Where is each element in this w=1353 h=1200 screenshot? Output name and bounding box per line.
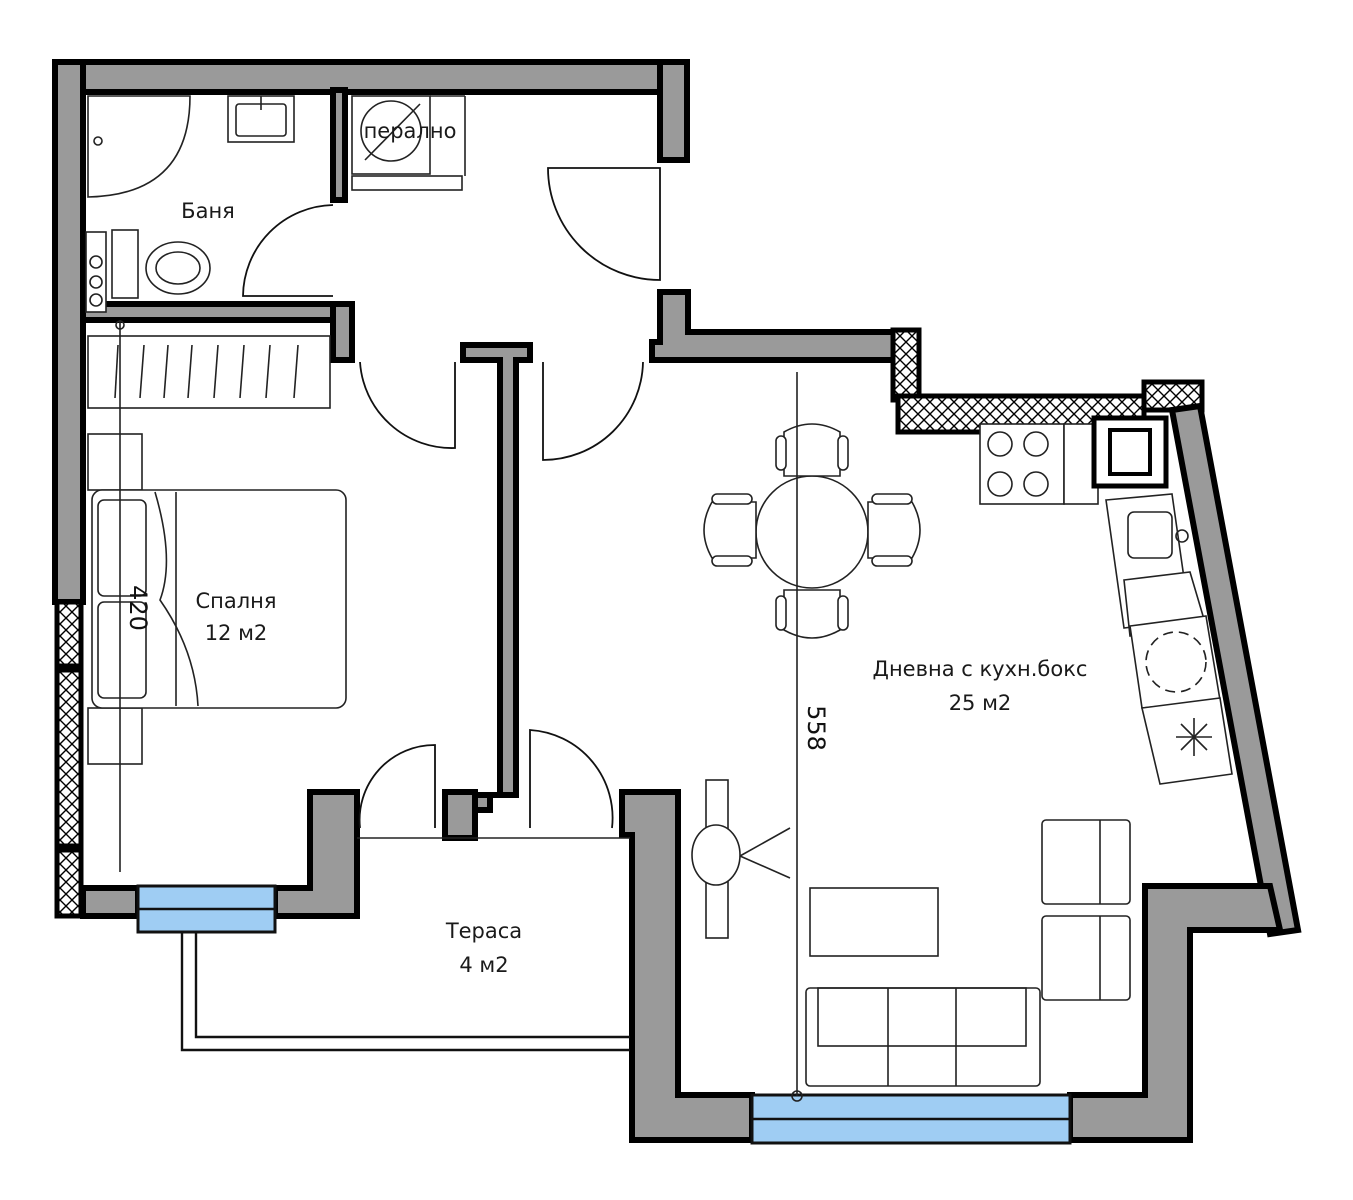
dimension-label-bedroom: 420 — [124, 585, 152, 631]
shower-icon — [87, 95, 191, 198]
cooktop-icon — [979, 423, 1065, 505]
door-bathroom — [242, 204, 334, 297]
toilet-icon — [145, 241, 211, 295]
pillow-top — [97, 499, 147, 597]
label-laundry: перално — [364, 119, 457, 143]
tv-icon — [691, 824, 741, 886]
label-living: Дневна с кухн.бокс — [873, 657, 1088, 681]
kitchen-fixtures — [979, 415, 1233, 785]
laundry-fixtures — [351, 95, 466, 191]
wall-left-hatch-3 — [54, 847, 84, 919]
chair-left — [703, 493, 757, 567]
chair-bottom — [775, 589, 849, 639]
label-bedroom-area: 12 м2 — [205, 621, 268, 645]
wall-right-slanted — [1168, 402, 1302, 938]
dimension-line-living — [791, 372, 803, 1102]
armchair-bottom — [1041, 915, 1131, 1001]
label-bathroom: Баня — [181, 199, 235, 223]
dining-set — [703, 423, 921, 639]
door-terrace-right — [529, 729, 614, 829]
coffee-table — [809, 887, 939, 957]
chair-top — [775, 423, 849, 477]
door-terrace-left — [358, 744, 436, 829]
lounge-furniture — [691, 779, 1131, 1087]
chair-right — [867, 493, 921, 567]
fridge-icon — [1141, 697, 1233, 785]
boiler-icon — [85, 231, 107, 313]
nightstand-top — [87, 433, 143, 491]
wall-bath-bedroom — [80, 301, 336, 323]
hangers-icon — [114, 344, 299, 399]
door-bedroom — [359, 361, 456, 449]
terrace-railing — [180, 837, 630, 1052]
wall-entrance-right — [649, 289, 918, 363]
label-terrace-area: 4 м2 — [459, 953, 508, 977]
nightstand-bottom — [87, 707, 143, 765]
wardrobe — [87, 335, 331, 409]
bedroom-furniture — [87, 320, 347, 872]
wall-left-hatch-1 — [54, 599, 84, 669]
wall-kitchen-hatch-right — [1141, 379, 1205, 413]
label-bedroom: Спалня — [195, 589, 276, 613]
dining-table — [755, 475, 869, 589]
dimension-label-living: 558 — [802, 705, 830, 751]
wall-bedroom-bottom-left — [80, 885, 141, 919]
bathroom-fixtures — [85, 95, 295, 313]
label-terrace: Тераса — [445, 919, 522, 943]
wall-left-upper — [52, 59, 86, 605]
armchair-top — [1041, 819, 1131, 905]
door-entrance — [547, 167, 661, 281]
wall-top-right-stub — [657, 59, 690, 163]
walls — [52, 59, 1302, 1143]
toilet-tank-icon — [111, 229, 139, 299]
snowflake-icon — [1176, 718, 1212, 756]
wall-bedroom-bottom-right — [272, 789, 360, 919]
wall-kitchen-hatch-left — [890, 327, 922, 403]
bed — [91, 489, 347, 709]
wall-top — [52, 59, 690, 95]
door-living — [542, 361, 644, 461]
wall-bath-laundry — [330, 87, 348, 203]
wall-partition — [460, 342, 533, 813]
pillow-bottom — [97, 601, 147, 699]
doors — [242, 167, 661, 829]
label-living-area: 25 м2 — [949, 691, 1012, 715]
wall-partition-base — [442, 789, 478, 841]
wall-living-bottom-right — [1067, 883, 1284, 1143]
sofa — [805, 987, 1041, 1087]
windows — [136, 884, 1072, 1145]
wall-laundry-lower — [330, 301, 355, 363]
wall-left-hatch-2 — [54, 667, 84, 849]
